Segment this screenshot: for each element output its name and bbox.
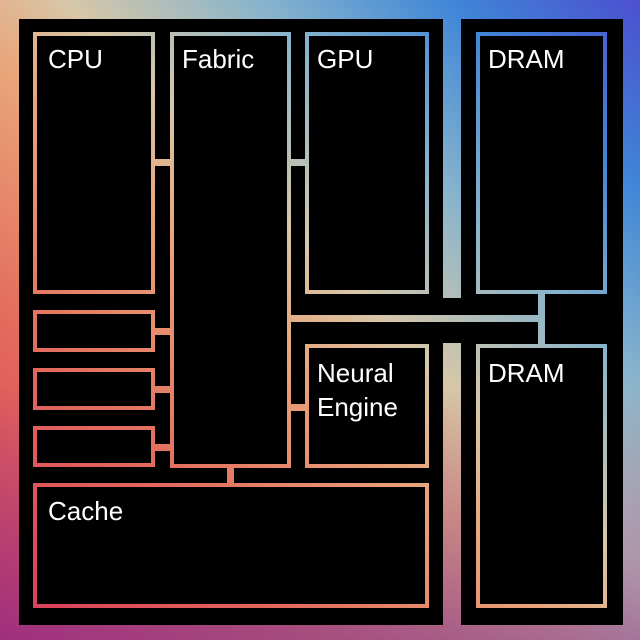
slot2-fabric-connector <box>152 386 172 393</box>
dram-bottom-block <box>476 344 607 608</box>
cpu-fabric-connector <box>152 159 172 166</box>
neural-engine-label-line2: Engine <box>317 392 398 422</box>
dram-bottom-label: DRAM <box>488 358 565 388</box>
dram-link-bottom <box>538 320 545 348</box>
neural-engine-block <box>305 344 429 468</box>
fabric-label: Fabric <box>182 44 255 74</box>
cache-label: Cache <box>48 496 124 526</box>
fabric-neural-connector <box>288 404 308 411</box>
cpu-label: CPU <box>48 44 103 74</box>
small-block-1 <box>33 310 155 352</box>
dram-link-top <box>538 292 545 318</box>
small-block-3 <box>33 426 155 467</box>
cpu-block <box>33 32 155 294</box>
fabric-block <box>170 32 291 468</box>
slot1-fabric-connector <box>152 328 172 335</box>
dram-top-label: DRAM <box>488 44 565 74</box>
dram-top-block <box>476 32 607 294</box>
fabric-memory-bus <box>288 315 545 322</box>
gpu-label: GPU <box>317 44 374 74</box>
slot3-fabric-connector <box>152 444 172 451</box>
small-block-2 <box>33 368 155 410</box>
fabric-cache-connector <box>227 465 234 487</box>
fabric-gpu-connector <box>288 159 308 166</box>
cache-block <box>33 483 429 608</box>
gpu-block <box>305 32 429 294</box>
neural-engine-label-line1: Neural <box>317 358 394 388</box>
